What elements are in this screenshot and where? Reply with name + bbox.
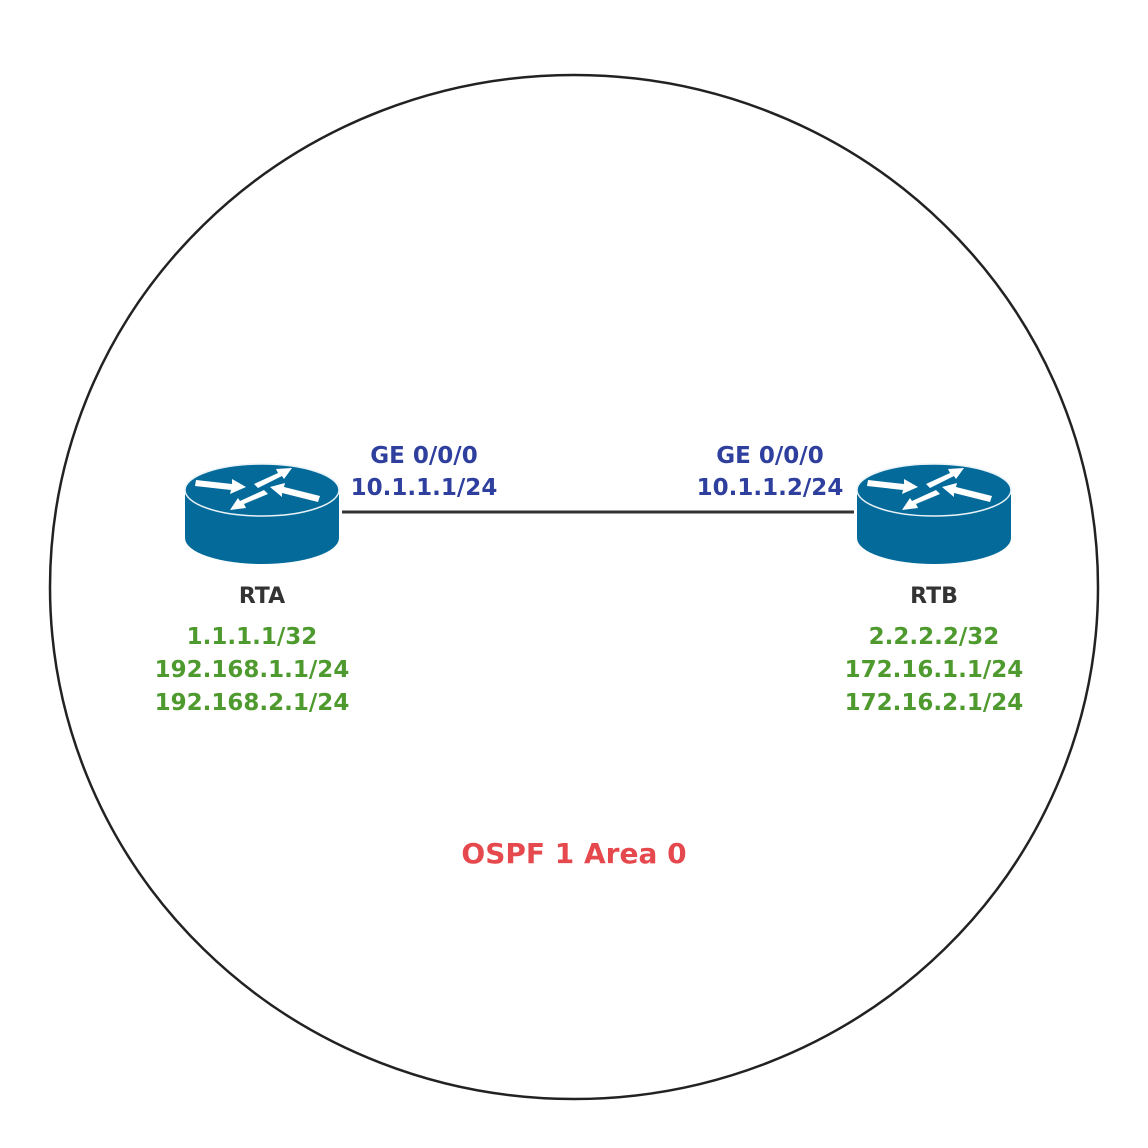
network-item: 172.16.2.1/24	[844, 690, 1024, 716]
router-icon-rtb[interactable]	[856, 463, 1012, 565]
ospf-area-boundary	[48, 73, 1100, 1101]
rta-interface-name: GE 0/0/0	[370, 443, 478, 469]
network-item: 192.168.1.1/24	[154, 657, 350, 683]
router-name-rta: RTA	[238, 584, 286, 609]
ospf-area-label: OSPF 1 Area 0	[461, 837, 687, 870]
rta-interface-label: GE 0/0/0 10.1.1.1/24	[351, 440, 498, 504]
network-item: 2.2.2.2/32	[868, 624, 1000, 650]
rtb-networks: 2.2.2.2/32 172.16.1.1/24 172.16.2.1/24	[845, 621, 1024, 720]
rta-networks: 1.1.1.1/32 192.168.1.1/24 192.168.2.1/24	[155, 621, 350, 720]
rtb-interface-name: GE 0/0/0	[716, 443, 824, 469]
network-item: 172.16.1.1/24	[844, 657, 1024, 683]
rtb-interface-ip: 10.1.1.2/24	[696, 475, 844, 501]
router-name-rtb: RTB	[910, 584, 958, 609]
rta-interface-ip: 10.1.1.1/24	[350, 475, 498, 501]
network-item: 1.1.1.1/32	[186, 624, 318, 650]
router-icon-rta[interactable]	[184, 463, 340, 565]
rtb-interface-label: GE 0/0/0 10.1.1.2/24	[697, 440, 844, 504]
network-item: 192.168.2.1/24	[154, 690, 350, 716]
